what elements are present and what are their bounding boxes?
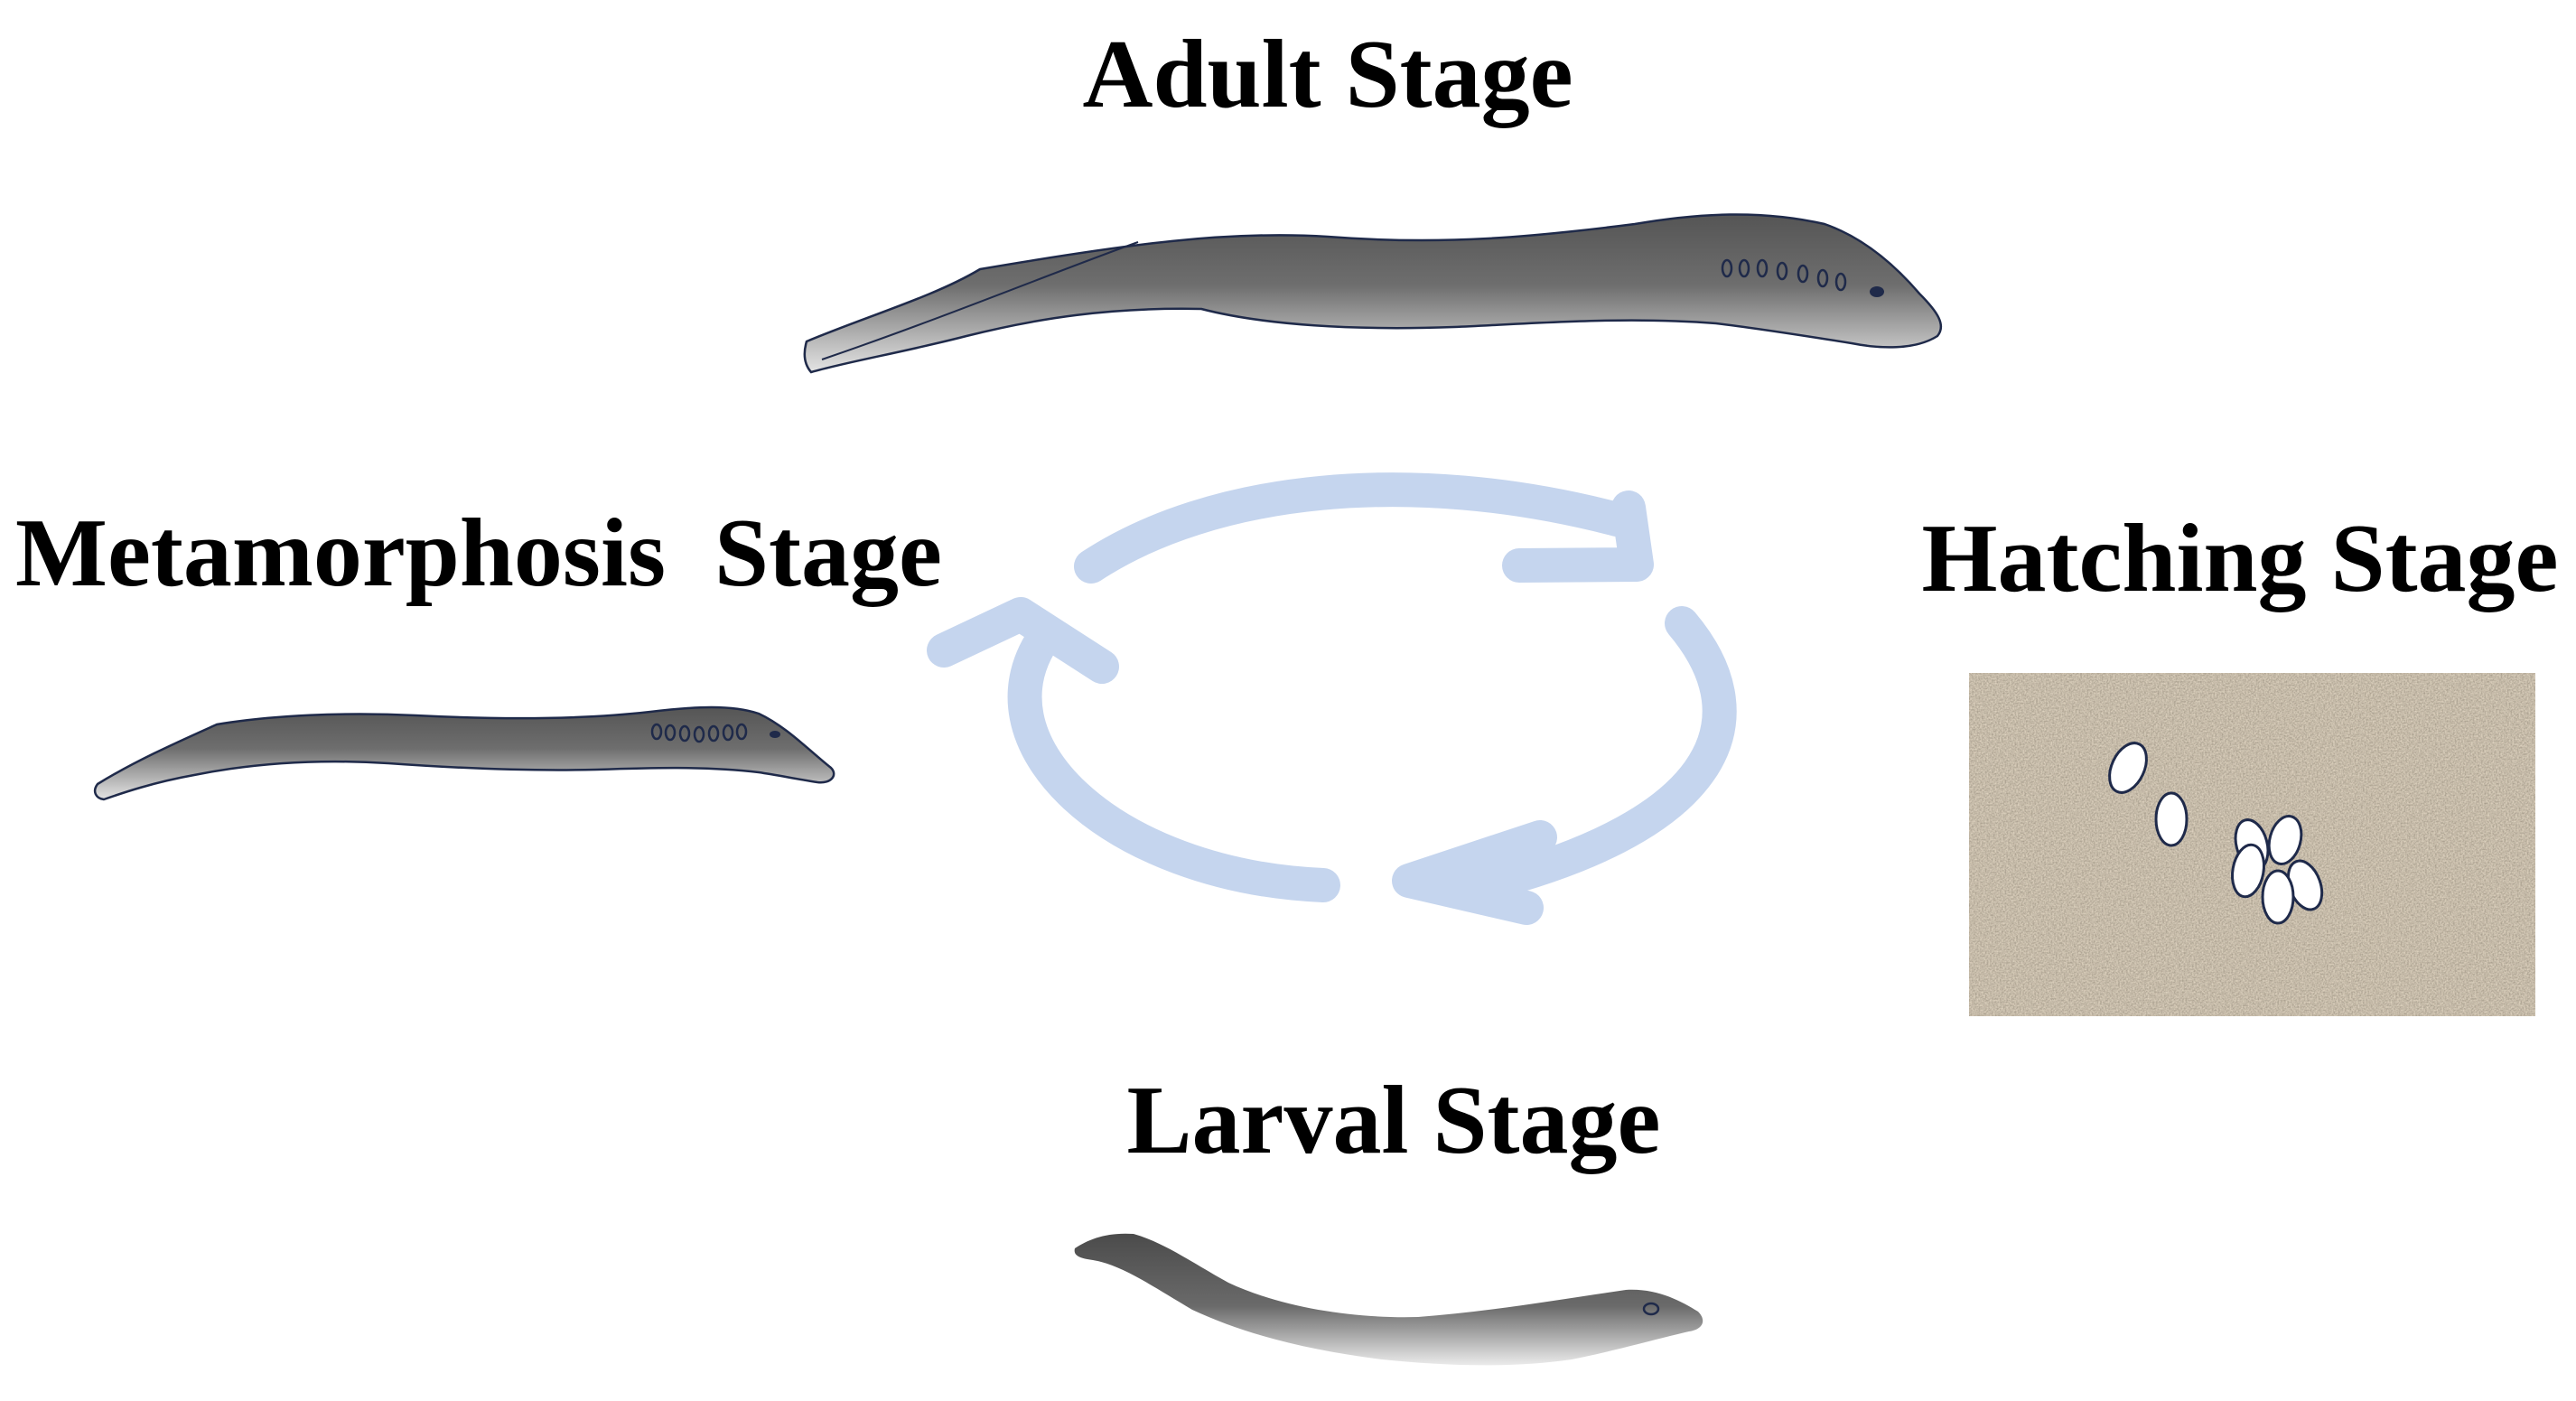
cycle-arrowhead-top [1502, 490, 1654, 583]
egg [2261, 869, 2295, 925]
cycle-arrowhead-left [927, 597, 1119, 684]
lamprey-transformer-icon [93, 705, 835, 801]
cycle-arrow-right [1446, 606, 1737, 907]
larval-stage-label: Larval Stage [1127, 1067, 1661, 1174]
adult-gill-pores [1721, 258, 1847, 292]
metamorphosis-eye [770, 731, 780, 738]
adult-eye [1870, 286, 1884, 297]
lamprey-adult-icon [803, 213, 1943, 374]
egg-cluster [2108, 742, 2324, 925]
metamorphosis-gill-pores [650, 723, 748, 743]
eggs-on-gravel-icon [1969, 673, 2535, 1016]
metamorphosis-body [93, 705, 835, 801]
cycle-arrow-left [1007, 615, 1340, 902]
egg [2108, 742, 2148, 794]
adult-stage-label: Adult Stage [1082, 21, 1573, 128]
cycle-arrowhead-right [1392, 820, 1557, 925]
egg [2231, 843, 2265, 899]
cycle-arrows-icon [927, 472, 1737, 925]
egg [2154, 791, 2189, 847]
adult-lateral-line [821, 241, 1139, 360]
ammocoete-larva-icon [1074, 1233, 1703, 1366]
adult-body [803, 213, 1943, 374]
larva-body [1074, 1233, 1703, 1366]
larva-eye [1642, 1302, 1660, 1316]
egg [2267, 815, 2303, 865]
metamorphosis-stage-label: Metamorphosis Stage [15, 500, 942, 607]
hatching-stage-label: Hatching Stage [1921, 505, 2558, 612]
cycle-arrow-top [1074, 472, 1634, 584]
